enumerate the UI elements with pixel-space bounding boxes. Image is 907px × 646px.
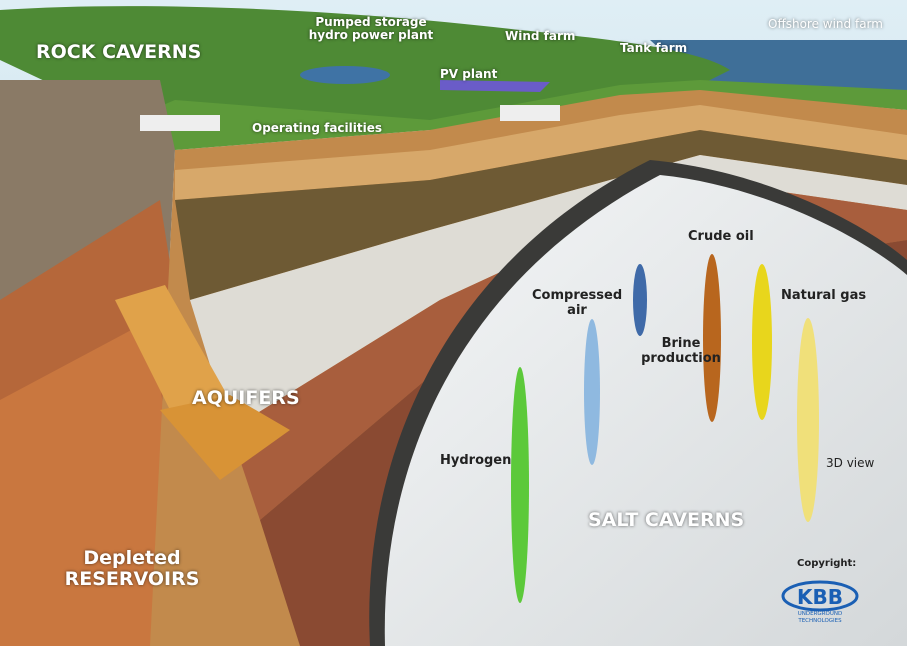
- reservoir-lake: [300, 66, 390, 84]
- label-compressed-air-line1: Compressed: [532, 288, 623, 303]
- label-brine-production: Brine production: [636, 336, 726, 366]
- label-compressed-air-line2: air: [567, 303, 587, 318]
- svg-text:TECHNOLOGIES: TECHNOLOGIES: [797, 618, 842, 624]
- label-brine-line1: Brine: [661, 336, 701, 351]
- label-depleted-reservoirs: Depleted RESERVOIRS: [62, 548, 202, 590]
- label-copyright: Copyright:: [797, 558, 857, 569]
- label-offshore-wind-farm: Offshore wind farm: [768, 17, 883, 31]
- kbb-logo: KBB UNDERGROUND TECHNOLOGIES: [780, 580, 860, 624]
- label-aquifers: AQUIFERS: [192, 387, 300, 409]
- label-depleted-line1: Depleted: [83, 547, 181, 569]
- svg-text:KBB: KBB: [797, 585, 843, 609]
- label-pv-plant: PV plant: [440, 67, 498, 81]
- pv-panels: [440, 80, 550, 92]
- label-brine-line2: production: [641, 351, 721, 366]
- label-crude-oil: Crude oil: [688, 229, 754, 244]
- label-tank-farm: Tank farm: [620, 41, 688, 55]
- 3d-view-cavern: [797, 318, 819, 522]
- label-pumped-storage: Pumped storage hydro power plant: [308, 15, 434, 43]
- label-hydrogen: Hydrogen: [440, 453, 512, 468]
- brine-cavern: [633, 264, 647, 336]
- crude-oil-cavern: [703, 254, 721, 422]
- hydrogen-cavern: [511, 367, 529, 603]
- label-natural-gas: Natural gas: [781, 288, 867, 303]
- label-operating-facilities: Operating facilities: [252, 121, 383, 135]
- label-wind-farm: Wind farm: [505, 29, 576, 43]
- label-3d-view: 3D view: [826, 456, 875, 470]
- compressed-air-cavern: [584, 319, 600, 465]
- svg-text:UNDERGROUND: UNDERGROUND: [798, 611, 842, 617]
- label-compressed-air: Compressed air: [532, 288, 622, 318]
- label-rock-caverns: ROCK CAVERNS: [36, 41, 202, 63]
- caverns: [511, 254, 819, 603]
- label-depleted-line2: RESERVOIRS: [64, 567, 200, 590]
- label-salt-caverns: SALT CAVERNS: [588, 509, 745, 531]
- natural-gas-cavern: [752, 264, 772, 420]
- aquifer-sheet: [115, 285, 230, 410]
